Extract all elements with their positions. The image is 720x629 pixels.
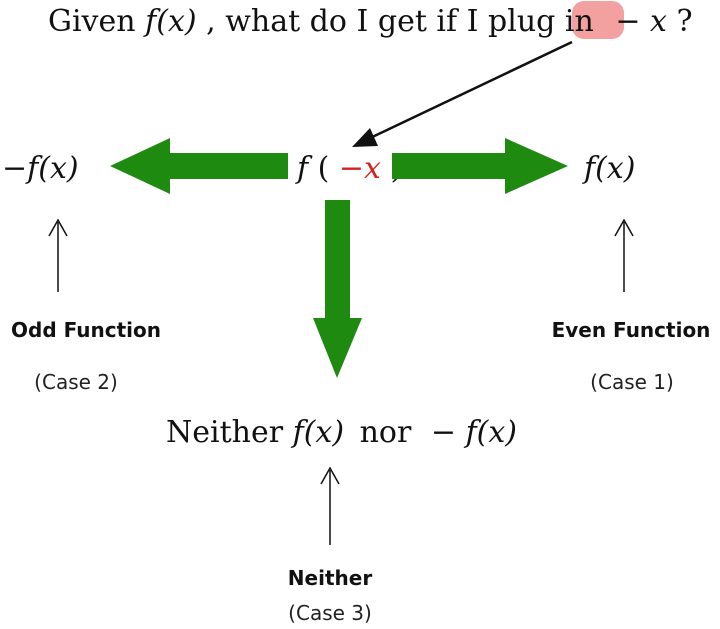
left-result: −f(x) bbox=[2, 151, 79, 186]
question-fx: f(x) bbox=[143, 4, 196, 39]
highlight-marker bbox=[572, 1, 624, 39]
up-arrow-odd bbox=[48, 218, 68, 292]
center-open: ( bbox=[318, 151, 330, 186]
up-arrow-neither bbox=[320, 466, 340, 545]
bottom-result: Neither f(x) nor − f(x) bbox=[166, 415, 517, 450]
arrow-down bbox=[313, 200, 362, 378]
bottom-fx1: f(x) bbox=[291, 415, 344, 450]
arrow-left bbox=[110, 138, 288, 194]
question-rest: , what do I get if I plug in bbox=[206, 4, 594, 39]
bottom-word-nor: nor bbox=[360, 415, 412, 450]
neither-title: Neither bbox=[288, 566, 373, 590]
center-arg: −x bbox=[339, 151, 381, 186]
center-f: f bbox=[295, 151, 313, 186]
arrow-right bbox=[392, 138, 568, 194]
pointer-arrow-line bbox=[365, 40, 573, 142]
question-prefix: Given bbox=[48, 4, 136, 39]
neither-case: (Case 3) bbox=[288, 601, 372, 625]
even-function-case: (Case 1) bbox=[590, 370, 674, 394]
odd-function-case: (Case 2) bbox=[34, 370, 118, 394]
pointer-arrow-head bbox=[352, 128, 378, 147]
right-result: f(x) bbox=[582, 151, 635, 186]
question-text: Given f(x) , what do I get if I plug in … bbox=[48, 4, 693, 39]
bottom-fx2: − f(x) bbox=[431, 415, 517, 450]
question-suffix: ? bbox=[677, 4, 693, 39]
odd-function-title: Odd Function bbox=[11, 318, 161, 342]
bottom-word-neither: Neither bbox=[166, 415, 284, 450]
even-function-title: Even Function bbox=[552, 318, 711, 342]
up-arrow-even bbox=[614, 218, 634, 292]
question-highlight: − x bbox=[615, 4, 667, 39]
center-expression: f ( −x ) bbox=[295, 151, 402, 186]
